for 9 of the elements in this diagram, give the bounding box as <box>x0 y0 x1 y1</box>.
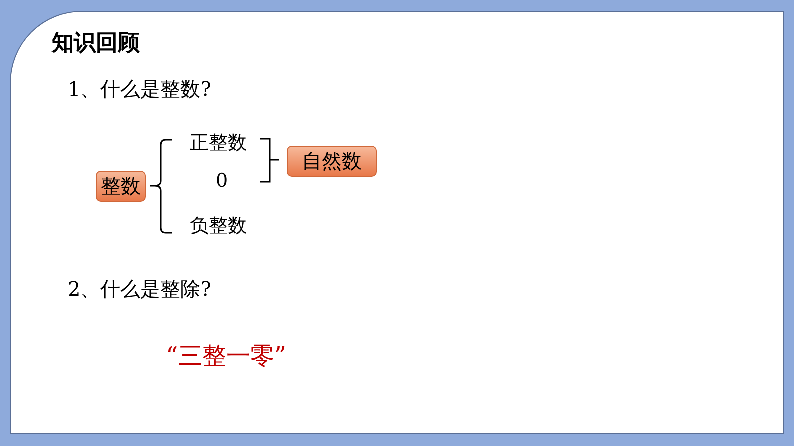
key-phrase: “三整一零” <box>166 341 287 372</box>
term-box: 自然数 <box>287 146 377 177</box>
slide-title: 知识回顾 <box>52 30 140 58</box>
category-text: 正整数 <box>190 131 247 156</box>
category-text: 0 <box>216 170 228 192</box>
question-text: 2、什么是整除? <box>68 276 212 303</box>
category-text: 负整数 <box>190 214 247 239</box>
question-text: 1、什么是整数? <box>68 76 212 103</box>
term-box: 整数 <box>96 171 146 202</box>
